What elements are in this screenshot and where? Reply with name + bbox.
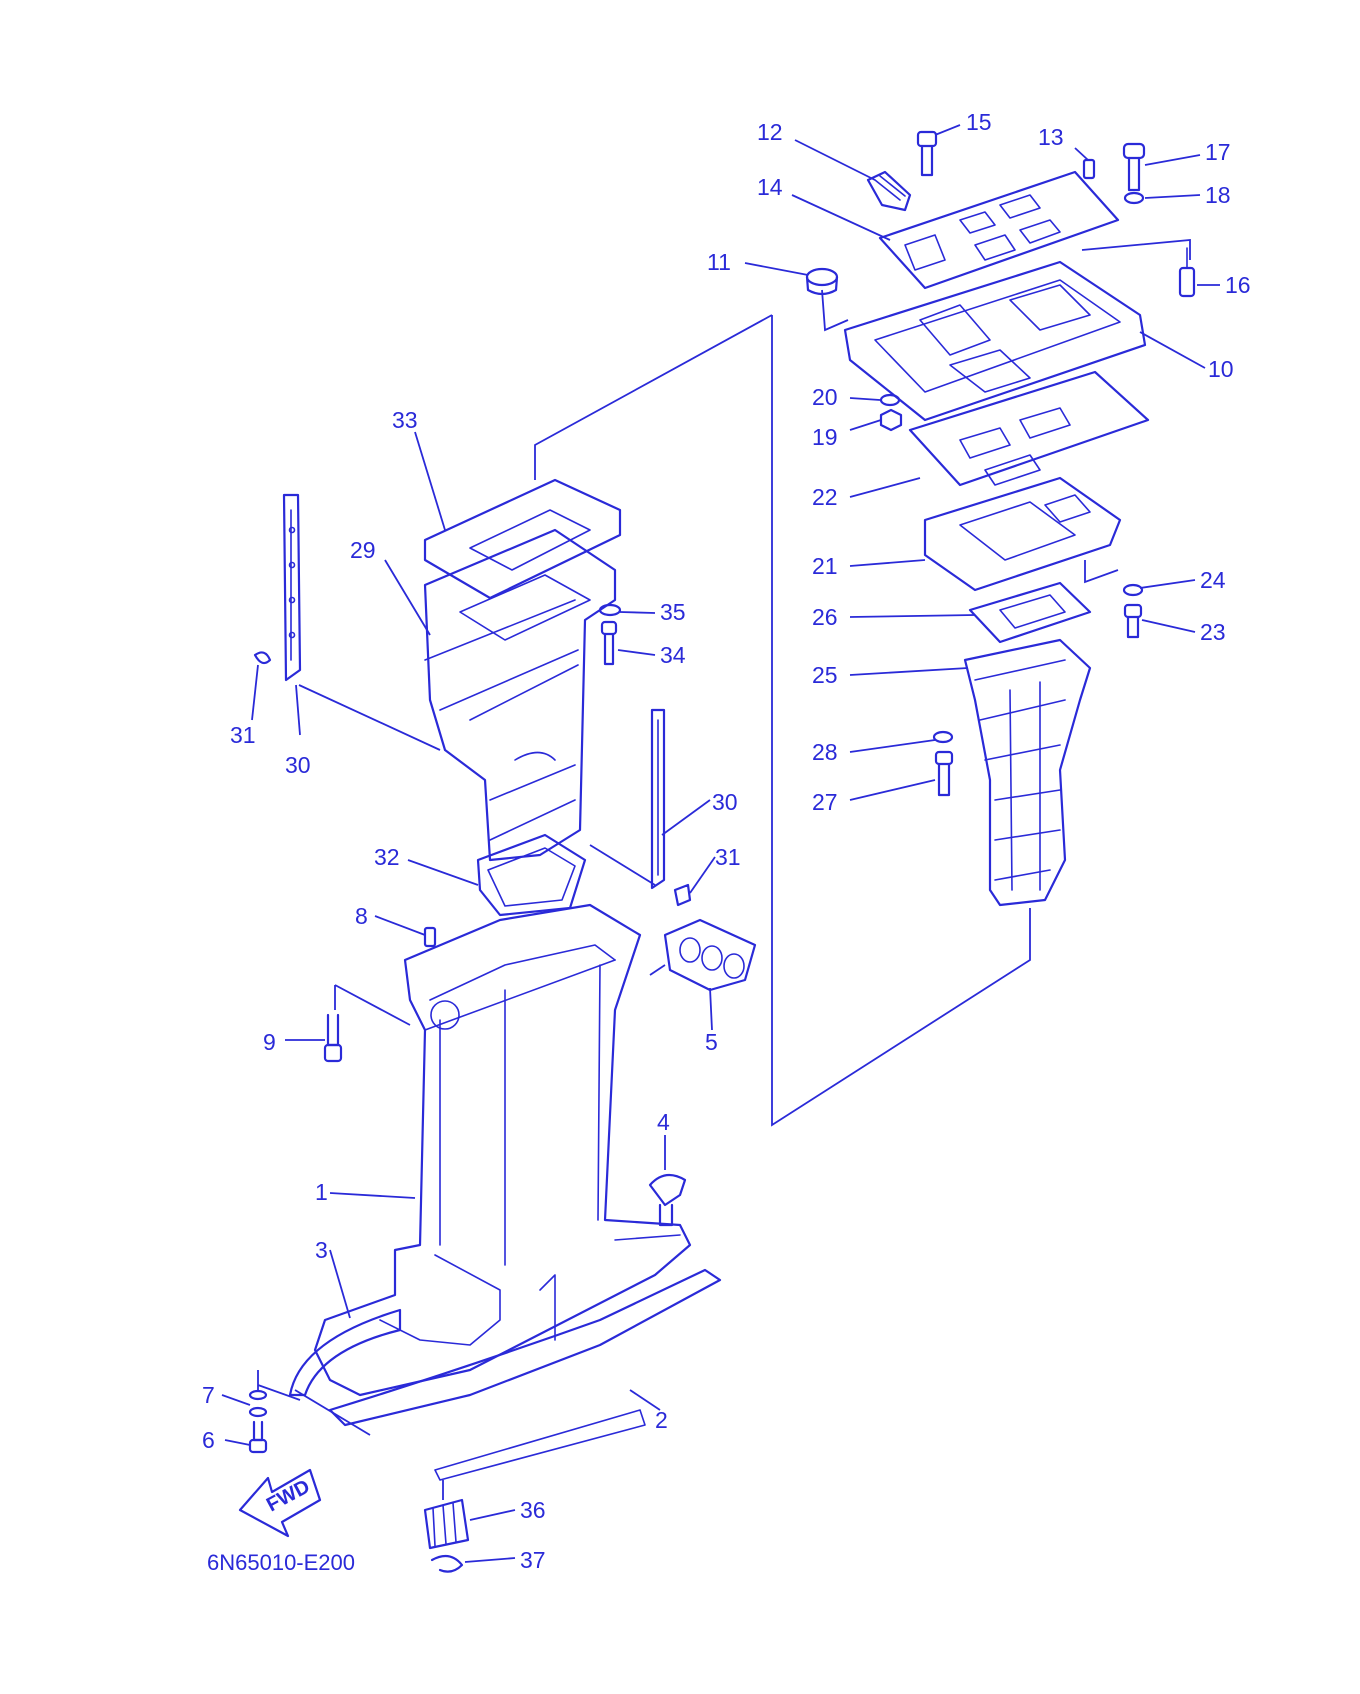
callout-17: 17 — [1205, 139, 1231, 165]
part-bolt-16 — [1178, 247, 1196, 298]
diagram-code: 6N65010-E200 — [207, 1550, 355, 1575]
callout-20: 20 — [812, 384, 838, 410]
callout-6: 6 — [202, 1427, 215, 1453]
callout-5: 5 — [705, 1029, 718, 1055]
part-bolt-15 — [916, 130, 938, 177]
part-gear-36 — [423, 1498, 470, 1550]
part-plate-21 — [923, 476, 1122, 592]
part-exhaust-guide-10 — [843, 260, 1147, 422]
part-gasket-14 — [878, 170, 1120, 290]
part-bolt-9 — [323, 1013, 343, 1063]
callout-9: 9 — [263, 1029, 276, 1055]
callout-13: 13 — [1038, 124, 1064, 150]
callout-labels: 12 15 13 17 14 18 11 16 10 20 19 33 22 2… — [202, 109, 1251, 1573]
callout-25: 25 — [812, 662, 838, 688]
part-lower-casing-1 — [313, 903, 692, 1397]
callout-15: 15 — [966, 109, 992, 135]
part-anode-4 — [648, 1173, 687, 1227]
callout-10: 10 — [1208, 356, 1234, 382]
part-gasket-33 — [423, 478, 622, 600]
part-washer-20 — [879, 393, 901, 407]
part-washer-24 — [1122, 583, 1144, 597]
part-bolt-23 — [1123, 603, 1143, 639]
part-seal-32 — [476, 833, 587, 917]
callout-21: 21 — [812, 553, 838, 579]
callout-37: 37 — [520, 1547, 546, 1573]
part-screw-31-right — [673, 883, 692, 907]
callout-34: 34 — [660, 642, 686, 668]
callout-18: 18 — [1205, 182, 1231, 208]
part-upper-casing-29 — [423, 528, 617, 862]
callout-31-right: 31 — [715, 844, 741, 870]
callout-16: 16 — [1225, 272, 1251, 298]
part-pin-13 — [1082, 158, 1096, 180]
callout-30-left: 30 — [285, 752, 311, 778]
part-plate-2 — [328, 1268, 722, 1481]
callout-19: 19 — [812, 424, 838, 450]
callout-2: 2 — [655, 1407, 668, 1433]
callout-32: 32 — [374, 844, 400, 870]
callout-8: 8 — [355, 903, 368, 929]
part-bolt-6 — [248, 1420, 268, 1454]
callout-35: 35 — [660, 599, 686, 625]
part-screw-31-left — [253, 651, 272, 665]
part-gasket-22 — [908, 370, 1150, 487]
callout-12: 12 — [757, 119, 783, 145]
callout-33: 33 — [392, 407, 418, 433]
leader-lines — [221, 124, 1220, 1563]
callout-14: 14 — [757, 174, 783, 200]
part-clip-37 — [430, 1554, 464, 1573]
callout-24: 24 — [1200, 567, 1226, 593]
callout-23: 23 — [1200, 619, 1226, 645]
callout-36: 36 — [520, 1497, 546, 1523]
callout-26: 26 — [812, 604, 838, 630]
callout-3: 3 — [315, 1237, 328, 1263]
part-inlet-cover-5 — [663, 918, 757, 992]
callout-4: 4 — [657, 1109, 670, 1135]
part-pin-8 — [423, 926, 437, 948]
part-gasket-26 — [968, 581, 1092, 644]
part-bolt-17 — [1122, 142, 1146, 192]
part-washer-35 — [598, 603, 622, 617]
part-bolt-34 — [600, 620, 618, 666]
callout-31-left: 31 — [230, 722, 256, 748]
fwd-direction-arrow: FWD — [238, 1468, 322, 1538]
part-muffler-25 — [963, 638, 1092, 907]
callout-30-right: 30 — [712, 789, 738, 815]
part-washer-7 — [248, 1389, 268, 1418]
part-rubber-strip-30-left — [282, 493, 302, 682]
part-washer-18 — [1123, 191, 1145, 205]
callout-22: 22 — [812, 484, 838, 510]
callout-29: 29 — [350, 537, 376, 563]
callout-28: 28 — [812, 739, 838, 765]
part-anti-cavitation-plate-3 — [288, 1308, 402, 1397]
part-plug-12 — [866, 170, 912, 212]
callout-1: 1 — [315, 1179, 328, 1205]
part-rubber-strip-30-right — [650, 708, 666, 890]
part-nut-19 — [879, 408, 903, 432]
callout-27: 27 — [812, 789, 838, 815]
callout-11: 11 — [707, 249, 731, 275]
part-washer-28 — [932, 730, 954, 744]
part-bolt-27 — [934, 750, 954, 797]
callout-7: 7 — [202, 1382, 215, 1408]
